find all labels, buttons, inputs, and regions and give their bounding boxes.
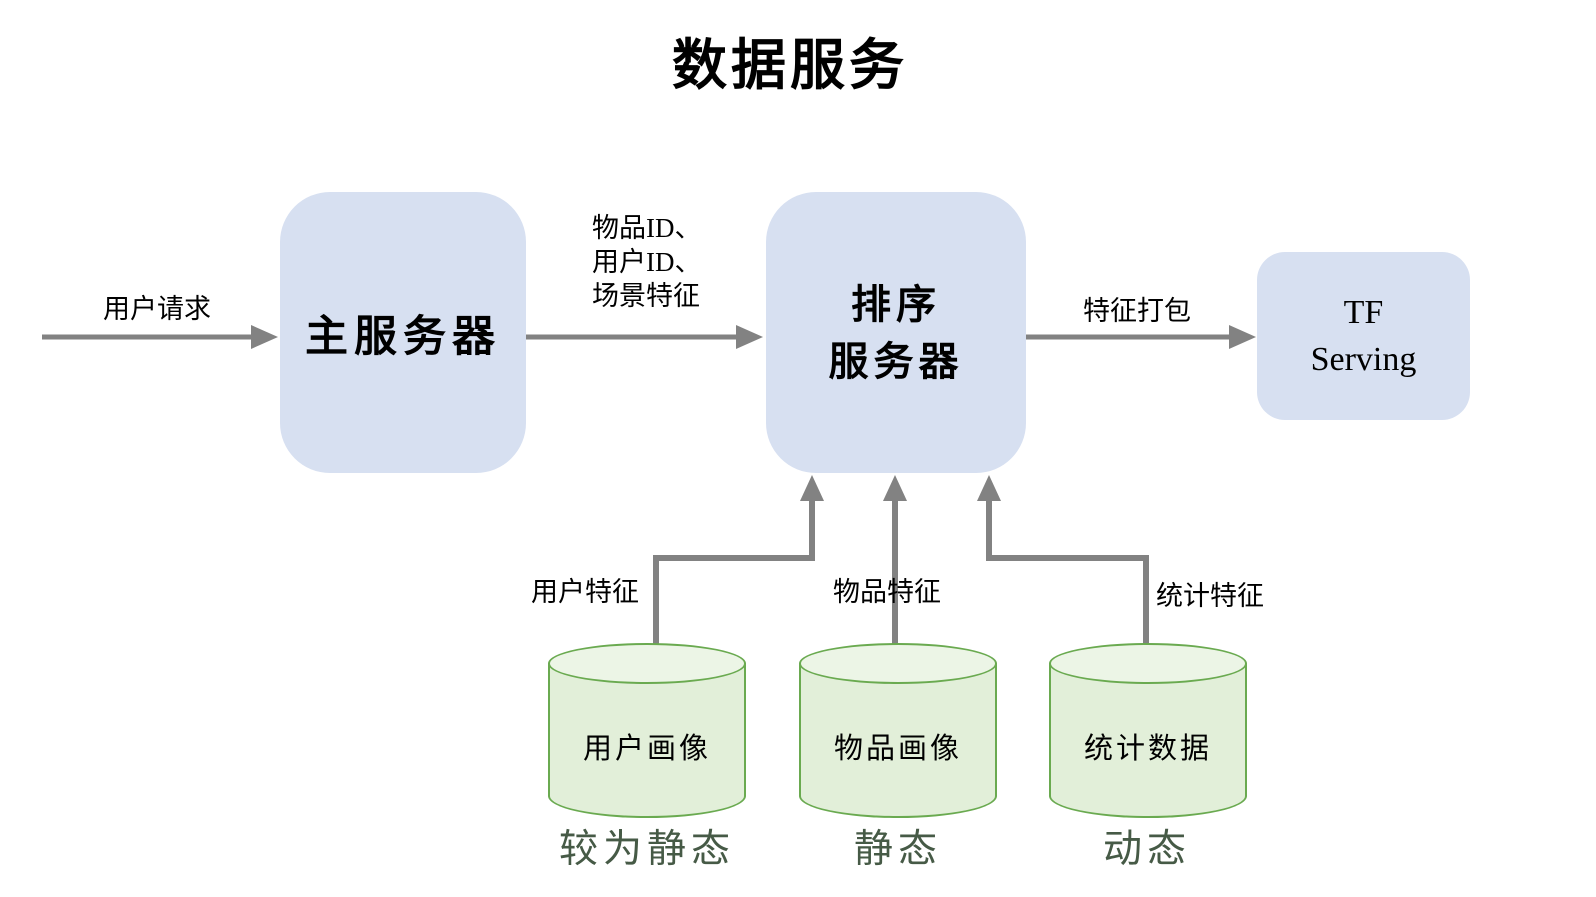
- diagram-title: 数据服务: [671, 35, 909, 96]
- node-tf-serving: TF Serving: [1257, 252, 1470, 420]
- db-statistics-top: [1049, 643, 1247, 684]
- ranking-server-label-line1: 排序: [851, 281, 941, 327]
- stat-features-label: 统计特征: [1156, 581, 1264, 611]
- node-main-server: 主服务器: [280, 192, 526, 473]
- node-ranking-server: 排序 服务器: [766, 192, 1026, 473]
- db-statistics: 统计数据: [1049, 643, 1247, 818]
- db-user-profile-caption: 较为静态: [558, 828, 736, 871]
- stat-features-connector: [977, 475, 1149, 644]
- db-statistics-caption: 动态: [1102, 828, 1192, 871]
- request-payload-line1: 物品ID、: [592, 213, 702, 243]
- item-features-connector: [883, 475, 907, 644]
- db-item-profile: 物品画像: [799, 643, 997, 818]
- request-payload-line3: 场景特征: [592, 281, 700, 311]
- ranking-server-label-line2: 服务器: [828, 338, 964, 384]
- request-payload-label: 物品ID、 用户ID、 场景特征: [592, 211, 702, 313]
- request-payload-line2: 用户ID、: [592, 247, 702, 277]
- db-item-profile-label: 物品画像: [833, 733, 962, 765]
- user-request-arrow: [42, 325, 278, 349]
- tf-serving-label-line1: TF: [1343, 294, 1384, 331]
- request-payload-arrow: [526, 325, 763, 349]
- db-statistics-body: [1049, 663, 1247, 818]
- db-user-profile-top: [548, 643, 746, 684]
- db-item-profile-caption: 静态: [853, 828, 943, 871]
- feature-packing-arrow: [1026, 325, 1256, 349]
- main-server-label: 主服务器: [305, 313, 501, 361]
- db-user-profile-label: 用户画像: [582, 733, 711, 765]
- db-item-profile-body: [799, 663, 997, 818]
- feature-packing-label: 特征打包: [1083, 296, 1191, 326]
- db-user-profile-body: [548, 663, 746, 818]
- db-item-profile-top: [799, 643, 997, 684]
- user-features-connector: [653, 475, 824, 644]
- db-user-profile: 用户画像: [548, 643, 746, 818]
- db-statistics-label: 统计数据: [1083, 733, 1212, 765]
- tf-serving-label-line2: Serving: [1310, 341, 1417, 378]
- user-features-label: 用户特征: [531, 577, 639, 607]
- user-request-label: 用户请求: [103, 294, 211, 324]
- item-features-label: 物品特征: [833, 577, 941, 607]
